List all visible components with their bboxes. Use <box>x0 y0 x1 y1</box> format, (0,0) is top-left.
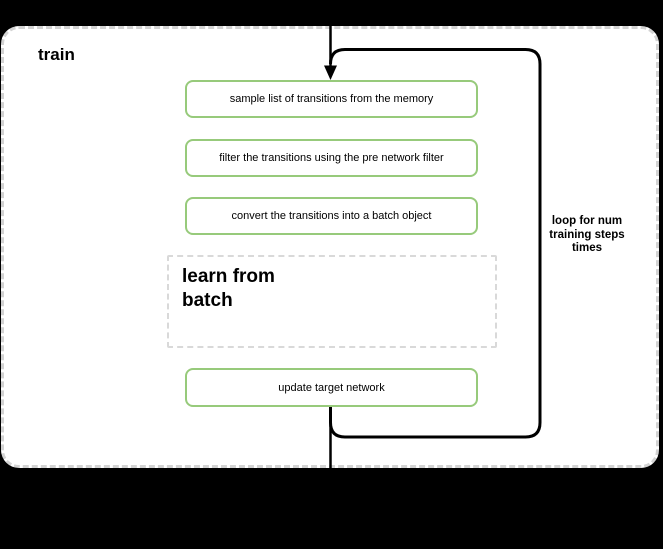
step-sample-transitions: sample list of transitions from the memo… <box>185 80 478 118</box>
arrowhead-down-icon <box>324 65 337 80</box>
step-label: update target network <box>278 381 385 394</box>
step-filter-transitions: filter the transitions using the pre net… <box>185 139 478 177</box>
loop-edge <box>329 48 542 439</box>
step-convert-to-batch: convert the transitions into a batch obj… <box>185 197 478 235</box>
loop-label: loop for num training steps times <box>549 215 625 254</box>
learn-from-batch-box: learn from batch <box>167 255 497 348</box>
step-label: convert the transitions into a batch obj… <box>231 210 432 222</box>
step-label: filter the transitions using the pre net… <box>219 152 444 164</box>
learn-from-batch-label: learn from batch <box>182 266 275 311</box>
step-label: sample list of transitions from the memo… <box>229 93 434 105</box>
step-update-target-network: update target network <box>185 368 478 407</box>
train-group-label: train <box>38 45 75 64</box>
